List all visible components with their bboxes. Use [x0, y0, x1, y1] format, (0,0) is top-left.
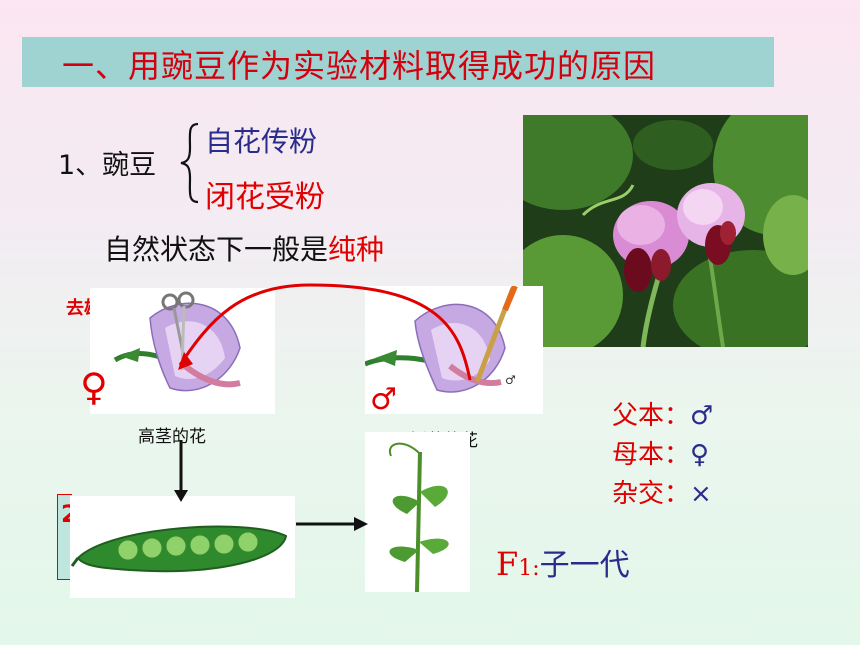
f1-subscript: 1: — [518, 556, 540, 581]
closed-pollination-text: 闭花受粉 — [205, 180, 325, 215]
natural-prefix: 自然状态下一般是 — [104, 233, 329, 266]
small-male-mark: ♂ — [505, 373, 516, 387]
f1-text: 子一代 — [539, 548, 630, 583]
slide-title: 一、用豌豆作为实验材料取得成功的原因 — [62, 47, 657, 85]
legend-cross: 杂交：× — [612, 473, 712, 510]
f1-letter: F — [496, 545, 519, 583]
f1-label: F1:子一代 — [496, 540, 630, 584]
tall-flower-caption: 高茎的花 — [138, 427, 206, 447]
pea-flower-photo — [523, 115, 808, 347]
cross-symbol: × — [690, 479, 712, 509]
mother-label: 母本： — [612, 440, 691, 470]
short-plant-image — [365, 432, 470, 593]
pea-label: 1、豌豆 — [58, 150, 157, 181]
tall-flower-image — [90, 288, 275, 414]
self-pollination-text: 自花传粉 — [205, 125, 318, 158]
male-symbol: ♂ — [370, 382, 397, 417]
cross-label: 杂交： — [612, 479, 691, 509]
father-label: 父本： — [612, 401, 691, 431]
brace-icon — [180, 122, 199, 204]
natural-state-text: 自然状态下一般是纯种 — [104, 228, 384, 268]
father-symbol: ♂ — [690, 401, 714, 431]
title-bar: 一、用豌豆作为实验材料取得成功的原因 — [22, 37, 774, 87]
female-symbol: ♀ — [80, 365, 108, 409]
pure-breed-highlight: 纯种 — [328, 233, 385, 266]
legend-mother: 母本：♀ — [612, 434, 709, 471]
red-box-frame — [57, 494, 72, 580]
pea-pod-image — [70, 496, 295, 598]
legend-father: 父本：♂ — [612, 395, 713, 432]
brush-icon — [474, 284, 518, 383]
mother-symbol: ♀ — [690, 440, 710, 470]
